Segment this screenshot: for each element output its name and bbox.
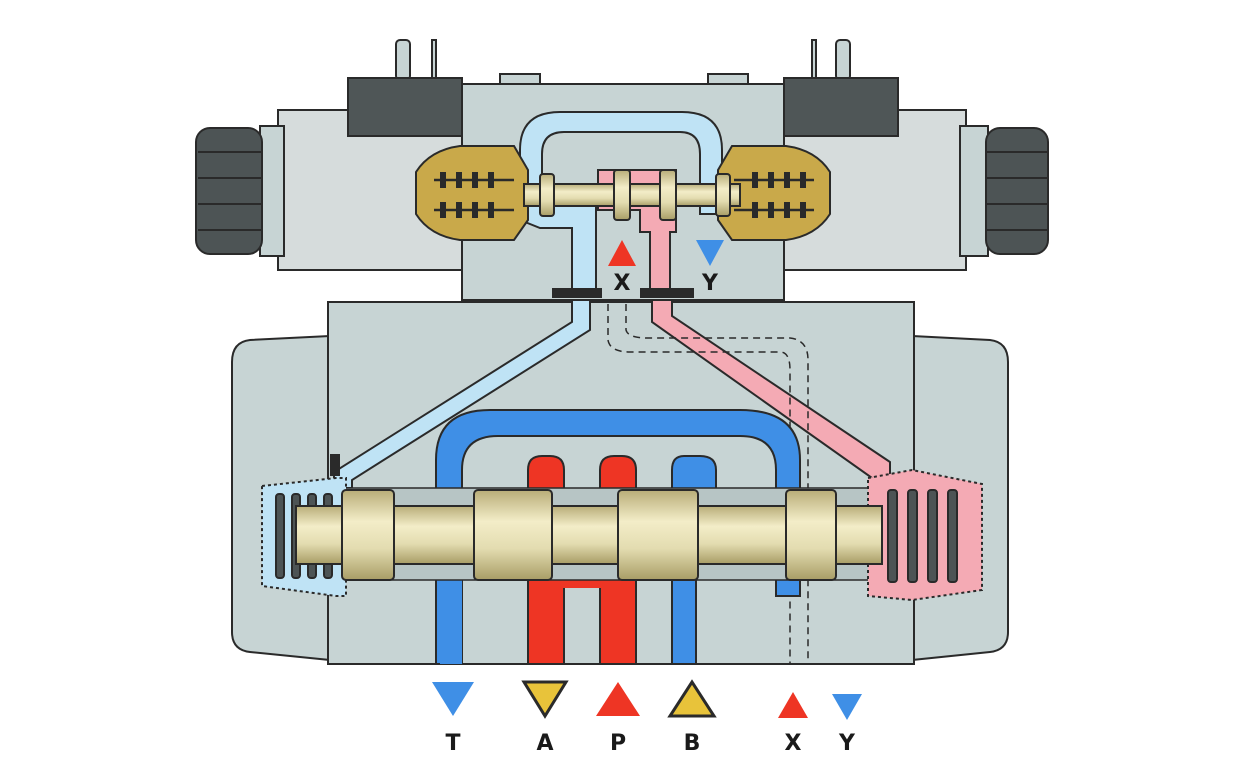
tank-bridge [435,409,801,665]
right-connector [783,77,899,137]
right-knob [959,125,1049,257]
port-b-label: B [684,731,701,756]
main-valve [231,299,1009,665]
port-y-label: Y [838,731,856,756]
pilot-valve: X Y [195,39,1049,301]
left-seal [330,454,340,476]
pilot-pressure-line [651,299,891,479]
pilot-y-arrow [696,240,724,266]
main-spool [295,489,883,581]
spool-land-3 [617,489,699,581]
pilot-spool [523,169,741,221]
pilot-tank-loop [519,111,723,291]
spool-land-1 [341,489,395,581]
spool-land-4 [785,489,837,581]
pilot-x-arrow [608,240,636,266]
port-t-symbol [432,682,474,716]
port-t-label: T [445,731,460,756]
pilot-x-label: X [614,271,631,296]
right-spring-chamber [867,468,983,602]
port-legend: T A P B X Y [432,679,862,756]
port-a-label: A [536,731,553,756]
drain-line [607,304,791,664]
spool-land-2 [473,489,553,581]
port-p-label: P [610,731,626,756]
port-a-symbol [521,680,569,719]
left-connector [347,77,463,137]
left-armature [415,145,529,241]
pilot-seal-right [640,288,694,298]
right-pilot-spring [734,172,814,218]
pilot-seal-left [552,288,602,298]
left-knob [195,125,285,257]
port-x-symbol [778,692,808,718]
left-pilot-spring [434,172,514,218]
drain-line-2 [625,304,809,664]
port-y-symbol [832,694,862,720]
connector-pins [395,39,851,81]
port-x-label: X [785,731,802,756]
port-b-symbol [667,679,717,718]
pilot-y-label: Y [701,271,719,296]
port-p-symbol [596,682,640,716]
